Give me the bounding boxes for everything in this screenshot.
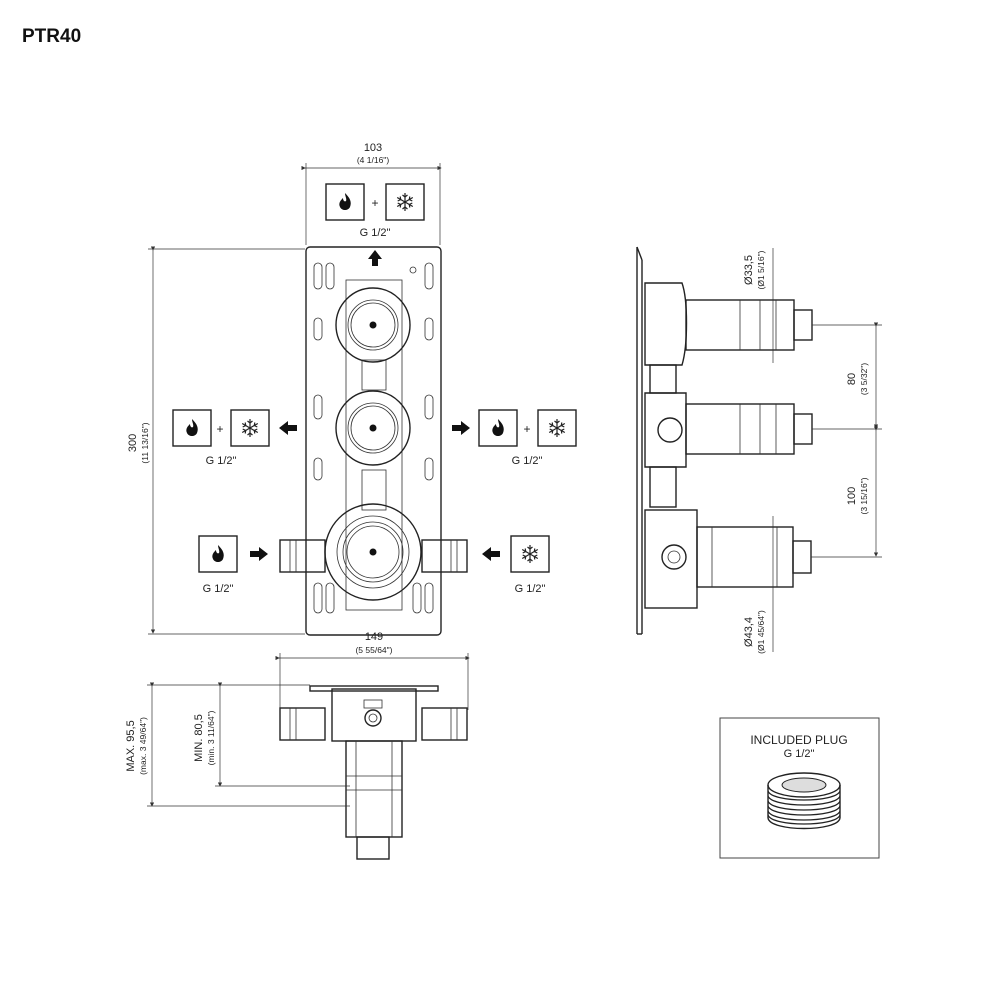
dim-max-depth-label: MAX. 95,5 xyxy=(125,720,137,771)
dim-min-depth: MIN. 80,5 (min. 3 11/64") xyxy=(193,682,350,787)
top-connection: + G 1/2" xyxy=(325,183,425,266)
left-outlet-label: G 1/2" xyxy=(206,455,237,467)
dim-spacing-lower-label: 100 xyxy=(846,487,858,505)
dim-height: 300 (11 13/16") xyxy=(127,246,305,635)
dim-width-bottom-inch: (5 55/64") xyxy=(355,645,392,655)
dim-height-label: 300 xyxy=(127,434,139,452)
dim-width-top-inch: (4 1/16") xyxy=(357,155,389,165)
dim-dia-large-label: Ø43,4 xyxy=(743,617,755,647)
dim-width-bottom: 149 (5 55/64") xyxy=(275,631,470,710)
plug-size: G 1/2" xyxy=(784,748,815,760)
plus-sign: + xyxy=(371,196,378,210)
dim-max-depth: MAX. 95,5 (max. 3 49/64") xyxy=(125,682,350,807)
arrow-up-icon xyxy=(368,250,382,266)
dim-width-bottom-label: 149 xyxy=(365,631,383,643)
dim-dia-small-label: Ø33,5 xyxy=(743,255,755,285)
dim-width-top: 103 (4 1/16") xyxy=(301,142,442,245)
dim-spacing-lower-inch: (3 15/16") xyxy=(859,477,869,514)
dim-min-depth-inch: (min. 3 11/64") xyxy=(206,710,216,765)
dim-min-depth-label: MIN. 80,5 xyxy=(193,714,205,762)
hot-inlet-label: G 1/2" xyxy=(203,583,234,595)
page-title: PTR40 xyxy=(22,26,82,47)
thermostatic-cartridge xyxy=(279,503,468,601)
dim-spacing-upper-inch: (3 5/32") xyxy=(859,363,869,395)
plan-view xyxy=(279,685,468,860)
hot-inlet: G 1/2" xyxy=(198,535,268,595)
top-connection-label: G 1/2" xyxy=(360,227,391,239)
flame-icon xyxy=(339,193,351,210)
dim-spacing-upper-label: 80 xyxy=(846,373,858,385)
svg-text:+: + xyxy=(216,422,223,436)
mounting-frame xyxy=(305,246,442,636)
dim-height-inch: (11 13/16") xyxy=(140,422,150,463)
snowflake-icon xyxy=(396,192,414,212)
left-outlet: + G 1/2" xyxy=(172,409,297,467)
right-outlet: + G 1/2" xyxy=(452,409,577,467)
middle-cartridge xyxy=(335,390,411,466)
dim-dia-large-inch: (Ø1 45/64") xyxy=(756,610,766,654)
plug-title: INCLUDED PLUG xyxy=(750,733,847,747)
dim-width-top-label: 103 xyxy=(364,142,382,154)
included-plug-box: INCLUDED PLUG G 1/2" xyxy=(719,717,880,859)
cold-inlet-label: G 1/2" xyxy=(515,583,546,595)
dim-dia-large: Ø43,4 (Ø1 45/64") xyxy=(743,516,774,654)
arrow-right-icon xyxy=(250,547,268,561)
upper-cartridge xyxy=(335,287,411,363)
svg-text:+: + xyxy=(523,422,530,436)
dim-spacing: 80 (3 5/32") 100 (3 15/16") xyxy=(811,322,882,558)
arrow-left-icon xyxy=(482,547,500,561)
dim-max-depth-inch: (max. 3 49/64") xyxy=(138,717,148,775)
cold-inlet: G 1/2" xyxy=(482,535,550,595)
right-outlet-label: G 1/2" xyxy=(512,455,543,467)
plug-icon xyxy=(767,772,841,830)
arrow-left-icon xyxy=(279,421,297,435)
arrow-right-icon xyxy=(452,421,470,435)
side-view xyxy=(636,246,813,635)
dim-dia-small-inch: (Ø1 5/16") xyxy=(756,250,766,289)
dim-dia-small: Ø33,5 (Ø1 5/16") xyxy=(743,248,774,363)
